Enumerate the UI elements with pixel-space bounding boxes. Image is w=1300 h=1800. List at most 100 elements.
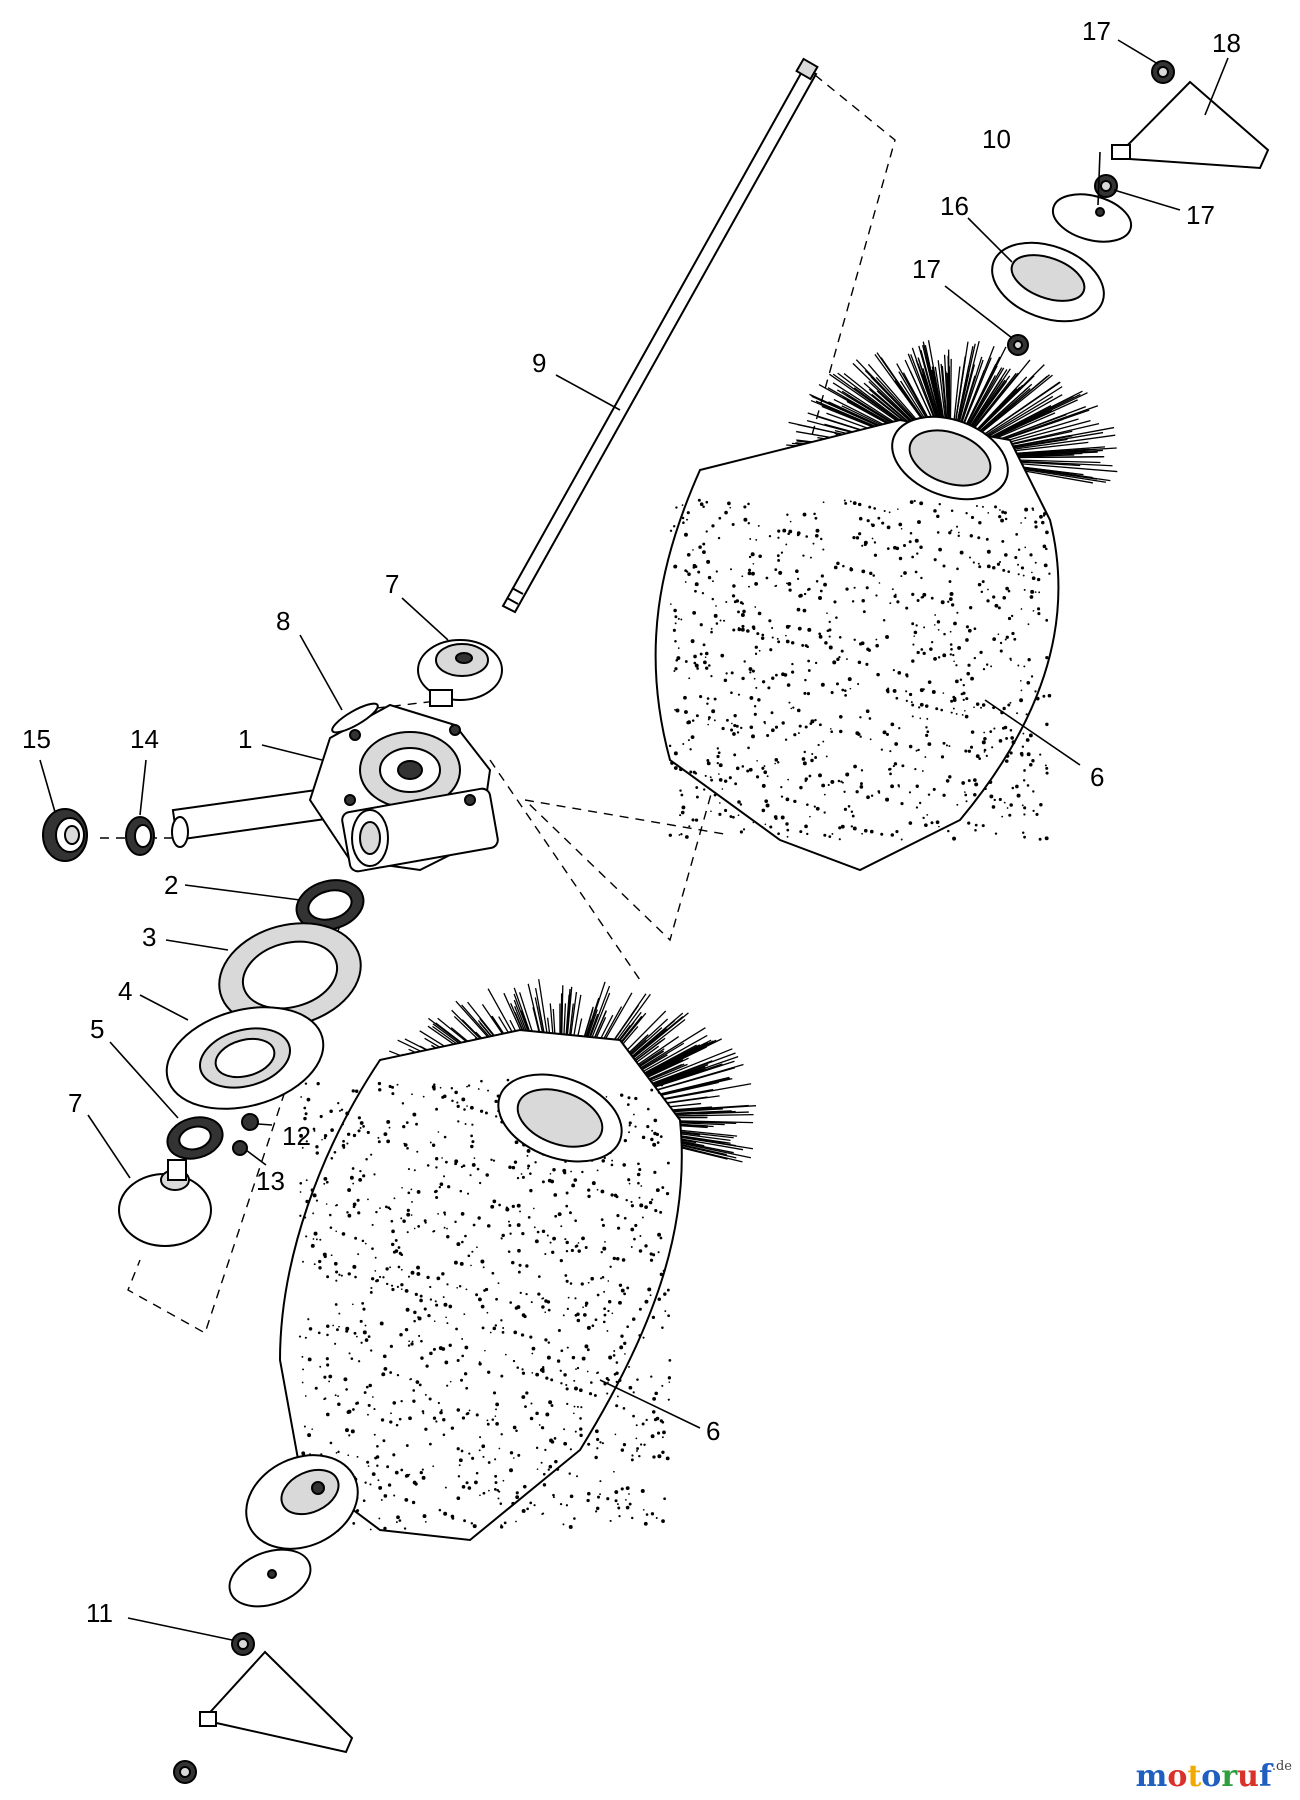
brush-texture-dot (391, 1085, 395, 1089)
brush-texture-dot (512, 1425, 517, 1430)
brush-texture-dot (908, 821, 913, 825)
brush-texture-dot (919, 545, 923, 549)
brush-texture-dot (443, 1211, 446, 1215)
brush-texture-dot (456, 1242, 461, 1247)
brush-texture-dot (666, 1288, 670, 1292)
brush-texture-dot (812, 542, 815, 545)
brush-bristle (990, 390, 1083, 439)
brush-texture-dot (596, 1188, 599, 1191)
brush-texture-dot (739, 601, 743, 605)
brush-texture-dot (307, 1318, 310, 1321)
brush-bristle (960, 356, 983, 425)
brush-texture-dot (319, 1114, 323, 1119)
brush-bristle (970, 368, 1011, 427)
brush-texture-dot (1032, 609, 1035, 612)
brush-texture-dot (1002, 706, 1006, 711)
watermark-letter: f (1258, 1759, 1272, 1794)
brush-texture-dot (544, 1448, 547, 1452)
brush-texture-dot (562, 1168, 567, 1173)
brush-texture-dot (354, 1236, 358, 1240)
brush-texture-dot (960, 692, 964, 696)
brush-texture-dot (333, 1261, 338, 1266)
brush-texture-dot (894, 742, 899, 746)
brush-texture-dot (530, 1402, 533, 1405)
brush-texture-dot (521, 1175, 525, 1179)
brush-texture-dot (299, 1214, 302, 1217)
brush-texture-dot (845, 587, 849, 591)
brush-texture-dot (1009, 728, 1013, 732)
brush-texture-dot (420, 1339, 423, 1343)
brush-texture-dot (922, 816, 925, 820)
brush-texture-dot (950, 509, 954, 513)
brush-texture-dot (486, 1311, 489, 1314)
brush-texture-dot (911, 659, 915, 663)
brush-texture-dot (1036, 577, 1041, 582)
brush-texture-dot (674, 622, 677, 625)
brush-texture-dot (461, 1354, 465, 1358)
brush-texture-dot (949, 630, 952, 633)
brush-texture-dot (405, 1444, 409, 1447)
brush-texture-dot (373, 1173, 376, 1176)
brush-texture-dot (516, 1176, 520, 1180)
brush-texture-dot (304, 1082, 308, 1085)
brush-texture-dot (654, 1209, 658, 1213)
brush-texture-dot (411, 1200, 413, 1203)
brush-texture-dot (477, 1216, 481, 1220)
brush-texture-dot (389, 1420, 393, 1424)
brush-texture-dot (818, 632, 822, 636)
lower-hub-flange (118, 1159, 212, 1247)
brush-texture-dot (1034, 690, 1037, 693)
brush-texture-dot (880, 748, 883, 751)
brush-texture-dot (977, 536, 981, 540)
brush-texture-dot (525, 1292, 528, 1296)
brush-texture-dot (674, 708, 676, 711)
brush-texture-dot (927, 793, 931, 796)
brush-texture-dot (871, 523, 875, 528)
brush-texture-dot (335, 1270, 339, 1274)
brush-texture-dot (586, 1325, 591, 1330)
brush-texture-dot (600, 1250, 603, 1254)
brush-texture-dot (905, 675, 909, 678)
brush-texture-dot (1017, 664, 1020, 667)
brush-texture-dot (770, 728, 775, 733)
brush-texture-dot (332, 1324, 335, 1327)
brush-bristle (934, 366, 946, 424)
brush-texture-dot (807, 588, 810, 591)
brush-texture-dot (596, 1447, 599, 1450)
brush-texture-dot (755, 538, 758, 541)
brush-texture-dot (429, 1351, 433, 1356)
brush-texture-dot (702, 643, 706, 647)
brush-texture-dot (627, 1178, 631, 1182)
brush-texture-dot (672, 525, 676, 528)
brush-texture-dot (699, 652, 703, 656)
brush-texture-dot (737, 693, 741, 696)
brush-bristle (953, 366, 961, 424)
brush-texture-dot (377, 1140, 381, 1144)
callout-17-low: 17 (912, 254, 941, 284)
brush-texture-dot (1008, 813, 1012, 817)
brush-texture-dot (599, 1441, 602, 1444)
brush-texture-dot (431, 1085, 436, 1089)
brush-texture-dot (328, 1380, 331, 1383)
brush-texture-dot (901, 764, 905, 768)
brush-texture-dot (788, 625, 791, 628)
brush-texture-dot (806, 832, 809, 836)
brush-texture-dot (364, 1338, 369, 1342)
brush-texture-dot (785, 639, 790, 644)
brush-texture-dot (492, 1326, 497, 1331)
brush-texture-dot (777, 832, 780, 836)
brush-bristle (910, 354, 938, 425)
brush-texture-dot (973, 778, 977, 782)
brush-texture-dot (723, 619, 726, 622)
brush-texture-dot (422, 1412, 425, 1415)
brush-texture-dot (529, 1188, 533, 1193)
brush-texture-dot (628, 1502, 632, 1506)
brush-texture-dot (965, 625, 969, 629)
brush-texture-dot (565, 1249, 569, 1253)
brush-texture-dot (1042, 512, 1047, 516)
brush-texture-dot (1023, 665, 1026, 668)
brush-texture-dot (748, 585, 750, 588)
brush-texture-dot (981, 824, 985, 828)
brush-texture-dot (498, 1203, 501, 1207)
brush-texture-dot (613, 1470, 615, 1473)
